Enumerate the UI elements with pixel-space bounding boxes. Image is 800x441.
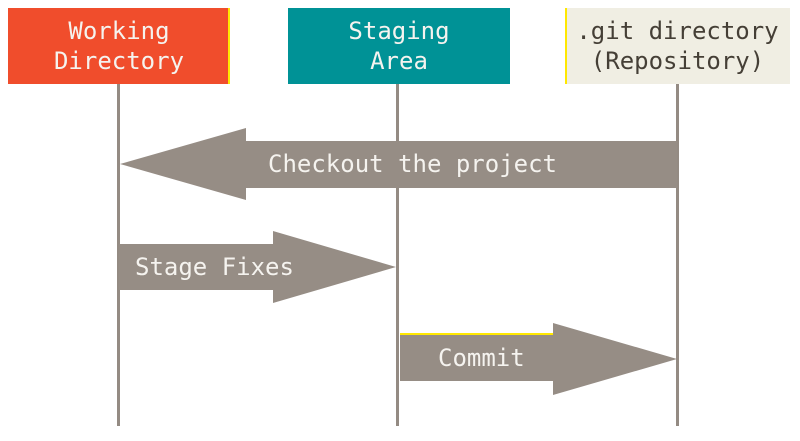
label-line: Working: [68, 17, 170, 45]
commit-arrow-shaft: [400, 335, 553, 381]
label-line: .git directory: [576, 17, 779, 45]
label-line: Staging: [348, 17, 450, 45]
commit-arrow-head-right-icon: [553, 323, 677, 395]
working-directory-label: Working Directory: [54, 16, 184, 76]
checkout-arrow-head-left-icon: [120, 128, 246, 200]
label-line: Area: [370, 47, 428, 75]
stage-fixes-arrow-head-right-icon: [273, 231, 396, 303]
git-directory-lifeline: [676, 84, 679, 426]
commit-arrow-label: Commit: [438, 344, 525, 372]
staging-area-box: Staging Area: [288, 8, 510, 84]
working-directory-lifeline: [117, 84, 120, 426]
stage-fixes-arrow-shaft: [119, 244, 273, 290]
label-line: (Repository): [590, 47, 765, 75]
stage-fixes-arrow-label: Stage Fixes: [135, 253, 294, 281]
staging-area-label: Staging Area: [348, 16, 449, 76]
checkout-arrow-shaft: [246, 141, 677, 188]
label-line: Directory: [53, 47, 185, 75]
staging-area-lifeline: [396, 84, 399, 426]
git-directory-box: .git directory (Repository): [565, 8, 790, 84]
git-directory-label: .git directory (Repository): [576, 16, 778, 76]
working-directory-box: Working Directory: [8, 8, 230, 84]
commit-arrow-yellow-highlight: [400, 333, 553, 335]
checkout-arrow-label: Checkout the project: [268, 150, 557, 178]
